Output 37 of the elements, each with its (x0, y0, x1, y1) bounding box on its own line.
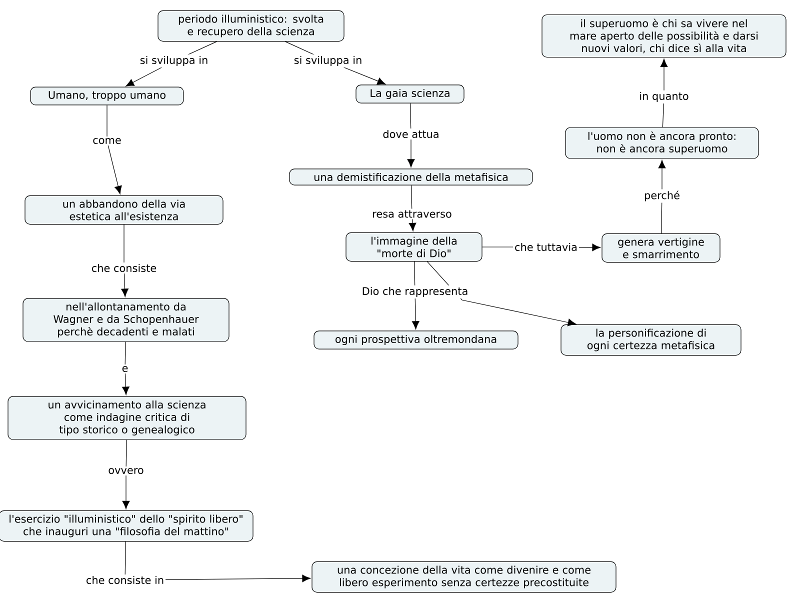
concept-box: ogni prospettiva oltremondana (314, 330, 518, 350)
edge-label: dove attua (381, 128, 441, 140)
edge-label: Dio che rappresenta (360, 285, 470, 299)
concept-box: Umano, troppo umano (30, 86, 184, 106)
edge-label: che consiste (90, 262, 158, 274)
concept-box: nell'allontanamento da Wagner e da Schopenhauer perchè decadenti e malati (22, 298, 230, 342)
concept-box: l'uomo non è ancora pronto: non è ancora superuomo (565, 127, 759, 159)
edge-label: ovvero (106, 466, 146, 476)
concept-box: periodo illuministico: svolta e recupero della scienza (158, 10, 344, 42)
arrow (407, 103, 415, 168)
edge-label: come (91, 136, 123, 146)
concept-box: l'esercizio "illuministico" dello "spirito libero" che inauguri una "filosofia del mattino" (0, 510, 254, 542)
edge-label: e (120, 364, 130, 374)
edge-label: si sviluppa in (138, 54, 210, 68)
concept-box: una concezione della vita come divenire e come libero esperimento senza certezze precostituite (312, 561, 616, 593)
arrow (408, 185, 416, 232)
concept-box: la personificazione di ogni certezza metafisica (560, 324, 742, 356)
edge-label: perché (642, 189, 682, 203)
concept-box: l'immagine della "morte di Dio" (346, 232, 482, 262)
arrow (106, 104, 122, 194)
arrow (426, 261, 576, 326)
arrow (412, 261, 420, 330)
concept-box: il superuomo è chi sa vivere nel mare aperto delle possibilità e darsi nuovi valori, chi dice sì alla vita (542, 14, 786, 58)
edge-label: che consiste in (84, 574, 166, 586)
edge-label: si sviluppa in (292, 54, 364, 68)
concept-box: genera vertigine e smarrimento (602, 233, 720, 263)
arrow (122, 342, 130, 395)
edge-label: resa attraverso (370, 208, 454, 220)
edge-label: in quanto (638, 90, 690, 104)
concept-box: La gaia scienza (356, 84, 464, 104)
concept-box: un avvicinamento alla scienza come indagine critica di tipo storico o genealogico (8, 396, 246, 440)
concept-box: un abbandono della via estetica all'esistenza (24, 195, 224, 225)
arrow (121, 224, 129, 297)
concept-box: una demistificazione della metafisica (289, 168, 533, 186)
edge-label: che tuttavia (513, 241, 579, 253)
arrow (658, 160, 666, 234)
arrow (122, 440, 130, 510)
